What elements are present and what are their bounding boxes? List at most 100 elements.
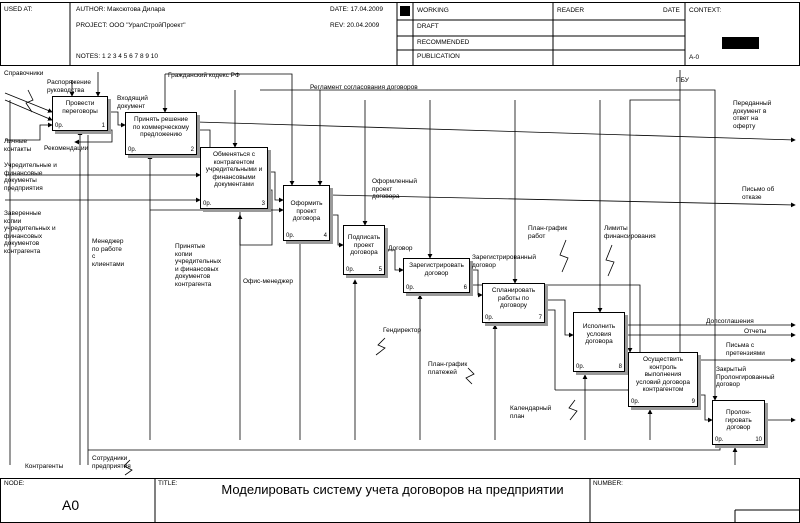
label-dogovor: Договор	[388, 245, 413, 252]
box-3-cost: 0р.	[203, 201, 212, 207]
rev-field: REV: 20.04.2009	[330, 22, 380, 29]
arrow-mech-bus	[88, 445, 721, 451]
box-2-cost: 0р.	[128, 147, 137, 153]
label-pismo-otkaz: Письмо об отказе	[742, 186, 775, 201]
box-8-cost: 0р.	[576, 364, 585, 370]
squiggle-1	[25, 89, 34, 113]
reader-label: READER	[557, 7, 585, 14]
arrow-9-10	[698, 394, 713, 423]
label-dopsoglasheniya: Допсоглашения	[706, 318, 754, 325]
arrow-spravochniki	[4, 99, 53, 121]
label-menedzher: Менеджер по работе с клиентами	[92, 238, 125, 268]
activity-box-9[interactable]: Осуществить контроль выполнения условий …	[628, 352, 698, 407]
activity-box-7[interactable]: Спланировать работы по договору 0р. 7	[482, 283, 545, 323]
box-1-title: Провести переговоры	[62, 100, 98, 115]
status-publication: PUBLICATION	[417, 53, 460, 60]
arrow-grazhd-4	[165, 73, 295, 186]
box-4-number: 4	[323, 233, 327, 239]
date-field: DATE: 17.04.2009	[330, 6, 383, 13]
arrow-pismo-otkaz	[329, 194, 796, 208]
activity-box-6[interactable]: Зарегистрировать договор 0р. 6	[403, 258, 470, 293]
box-10-number: 10	[755, 437, 762, 443]
project-field: PROJECT: ООО "УралСтройПроект"	[76, 22, 186, 29]
label-plan-rabot: План-график работ	[528, 225, 568, 240]
label-grazhd: Гражданский кодекс РФ	[168, 72, 240, 79]
squiggle-plan	[559, 239, 569, 273]
label-prinyatye: Принятые копии учредительных и финансовы…	[175, 243, 222, 288]
diagram-title: Моделировать систему учета договоров на …	[221, 482, 564, 497]
arrow-reglament	[260, 89, 718, 401]
label-otchety: Отчеты	[744, 328, 767, 335]
box-1-cost: 0р.	[55, 123, 64, 129]
label-lichnye: Личные контакты	[4, 138, 32, 153]
label-pisma-pretenz: Письма с претензиями	[726, 342, 765, 357]
author-field: AUTHOR: Максютова Дилара	[76, 6, 166, 13]
number-label: NUMBER:	[593, 480, 623, 487]
label-zaregistr: Зарегистрированный договор	[472, 254, 536, 269]
label-oformlennyy: Оформленный проект договора	[372, 178, 417, 200]
activity-box-8[interactable]: Исполнить условия договора 0р. 8	[573, 312, 625, 372]
squiggle-limity	[605, 244, 615, 277]
arrow-1-2	[108, 111, 126, 128]
label-rekomendatsii: Рекомендации	[44, 145, 89, 152]
label-vkhodyashchiy: Входящий документ	[117, 95, 148, 110]
context-node: A-0	[689, 54, 700, 61]
box-7-cost: 0р.	[485, 315, 494, 321]
status-working: WORKING	[417, 7, 449, 14]
status-draft: DRAFT	[417, 23, 439, 30]
activity-box-4[interactable]: Оформить проект договора 0р. 4	[283, 185, 330, 241]
box-4-title: Оформить проект договора	[290, 200, 323, 222]
box-1-number: 1	[101, 123, 105, 129]
label-zakrytyy: Закрытый Пролонгированный договор	[716, 366, 775, 388]
box-10-cost: 0р.	[715, 437, 724, 443]
title-label: TITLE:	[158, 480, 178, 487]
box-5-cost: 0р.	[346, 267, 355, 273]
label-reglament: Регламент согласования договоров	[310, 84, 418, 91]
box-3-number: 3	[261, 201, 265, 207]
box-6-title: Зарегистрировать договор	[409, 262, 464, 277]
arrow-pbu-9	[627, 99, 680, 353]
activity-box-3[interactable]: Обменяться с контрагентом учредительными…	[200, 147, 268, 209]
label-limity: Лимиты финансирования	[604, 225, 656, 240]
notes-field: NOTES: 1 2 3 4 5 6 7 8 9 10	[76, 53, 159, 60]
label-ofis: Офис-менеджер	[243, 278, 293, 285]
box-9-number: 9	[691, 399, 695, 405]
box-3-title: Обменяться с контрагентом учредительными…	[205, 151, 263, 188]
box-10-title: Пролон- гировать договор	[725, 409, 752, 431]
box-9-cost: 0р.	[631, 399, 640, 405]
activity-box-5[interactable]: Подписать проект договора 0р. 5	[343, 225, 385, 275]
label-spravochniki: Справочники	[4, 70, 44, 77]
label-zaverennye: Заверенные копии учредительных и финансо…	[4, 210, 56, 255]
label-uchr-docs: Учредительные и финансовые документы пре…	[4, 162, 57, 192]
activity-box-10[interactable]: Пролон- гировать договор 0р. 10	[712, 400, 765, 445]
arrow-3-4	[268, 171, 284, 203]
box-7-number: 7	[538, 315, 542, 321]
label-plan-platezhey: План-график платежей	[428, 361, 468, 376]
arrow-lichnye	[4, 92, 53, 113]
label-rasporyazhenie: Распоряжение руководства	[47, 79, 91, 94]
arrow-5-6	[385, 249, 404, 273]
squiggle-sotr	[123, 459, 133, 476]
arrow-6-7	[470, 269, 483, 298]
box-2-title: Принять решение по коммерческому предлож…	[132, 116, 190, 138]
context-label: CONTEXT:	[689, 7, 722, 14]
box-9-title: Осуществить контроль выполнения условий …	[636, 356, 690, 393]
box-7-title: Спланировать работы по договору	[491, 287, 536, 309]
arrow-7-8	[545, 299, 574, 338]
box-5-title: Подписать проект договора	[347, 234, 381, 256]
activity-box-2[interactable]: Принять решение по коммерческому предлож…	[125, 112, 197, 155]
arrow-plan-platezhey	[545, 309, 556, 390]
activity-box-1[interactable]: Провести переговоры 0р. 1	[52, 96, 108, 131]
box-5-number: 5	[378, 267, 382, 273]
box-6-number: 6	[463, 285, 467, 291]
label-gendirektor: Гендиректор	[383, 327, 421, 334]
arrow-2-3	[197, 129, 211, 155]
label-kalendarnyy: Календарный план	[510, 405, 552, 420]
used-at-label: USED AT:	[4, 6, 33, 13]
squiggle-plat	[465, 367, 475, 385]
arrow-rekomendatsii	[74, 129, 113, 145]
date2-label: DATE	[663, 7, 680, 14]
node-label: NODE:	[4, 480, 25, 487]
arrow-4-5	[330, 214, 344, 248]
